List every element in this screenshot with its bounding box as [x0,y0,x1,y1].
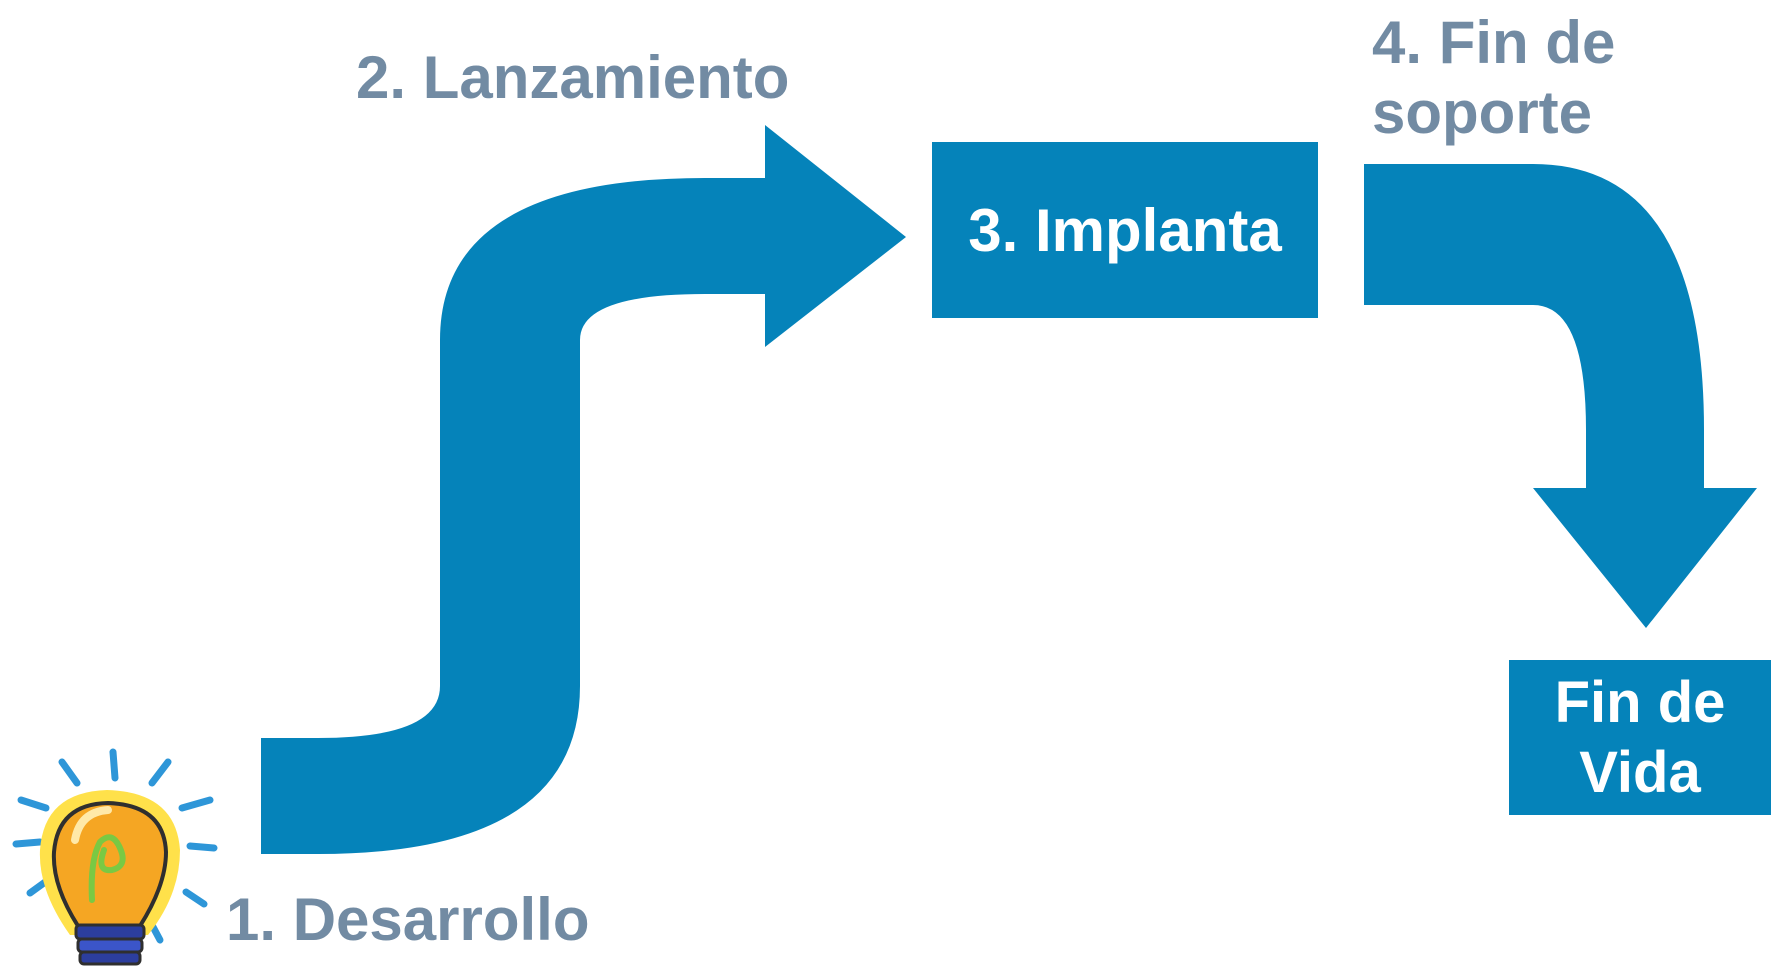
stage-deployment-label: 3. Implanta [968,196,1282,264]
stage-launch-label: 2. Lanzamiento [356,44,790,111]
stage-development-label: 1. Desarrollo [226,886,590,953]
development-to-deployment-arrow [261,125,906,854]
stage-end-of-life-box: Fin de Vida [1509,660,1771,815]
stage-end-of-support-label: 4. Fin de soporte [1372,9,1616,146]
stage-deployment-box: 3. Implanta [932,142,1318,318]
lightbulb-icon [12,748,218,966]
stage-end-of-life-label: Fin de Vida [1554,669,1726,805]
deployment-to-eol-arrow [1364,164,1757,628]
